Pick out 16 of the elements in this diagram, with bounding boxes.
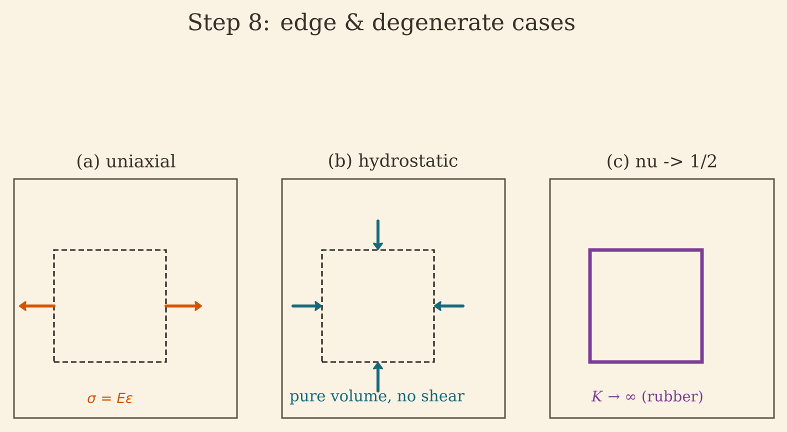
panel-heading: (a) uniaxial: [78, 154, 176, 170]
formula-label: K → ∞ (rubber): [591, 390, 702, 404]
caption-text: pure volume, no shear: [290, 390, 464, 404]
panel-heading: (b) hydrostatic: [329, 153, 458, 171]
dashed-square: [321, 249, 435, 363]
arrow: [164, 301, 202, 311]
panel-heading: (c) nu -> 1/2: [608, 154, 716, 170]
arrow: [373, 220, 383, 250]
arrow: [434, 301, 464, 311]
arrow: [373, 362, 383, 392]
dashed-square: [53, 249, 167, 363]
arrow: [292, 301, 322, 311]
title: Step 8: edge & degenerate cases: [189, 12, 574, 36]
square-outline: [588, 248, 704, 364]
arrow: [19, 301, 56, 311]
formula-label: σ = Eε: [88, 392, 132, 404]
